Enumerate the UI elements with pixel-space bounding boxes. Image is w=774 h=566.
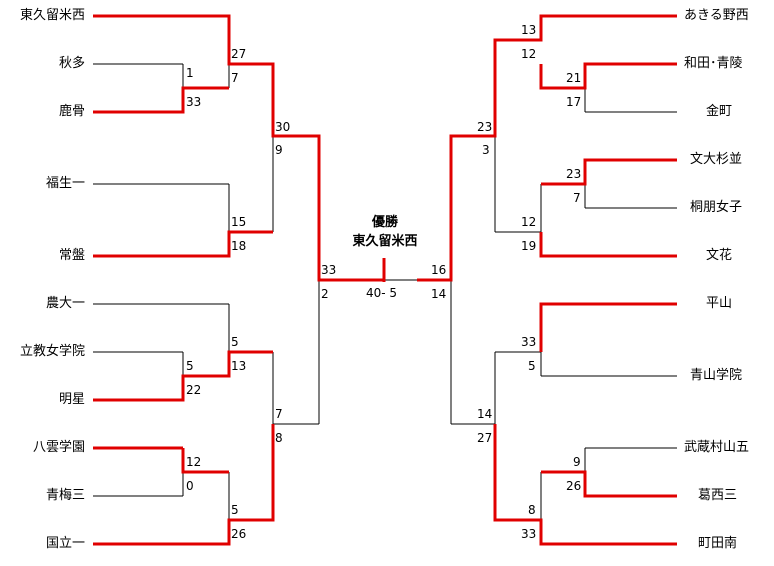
left-team-name: 八雲学園	[32, 440, 85, 455]
score: 12	[186, 455, 202, 469]
score: 17	[566, 95, 582, 109]
score: 9	[275, 143, 283, 157]
left-bracket-winner-lines	[93, 14, 386, 546]
score: 5	[231, 503, 239, 517]
right-bracket-black-lines	[384, 64, 677, 520]
right-team-name: 文大杉並	[690, 152, 743, 167]
score: 13	[231, 359, 247, 373]
score: 26	[231, 527, 247, 541]
score: 30	[275, 120, 291, 134]
left-bracket-black-lines	[93, 63, 320, 520]
left-team-name: 農大一	[45, 296, 85, 311]
left-team-name: 福生一	[45, 176, 85, 191]
score: 12	[521, 215, 537, 229]
score: 5	[231, 335, 239, 349]
score: 9	[573, 455, 581, 469]
right-team-name: 武蔵村山五	[684, 440, 750, 455]
score: 3	[482, 143, 490, 157]
score: 27	[477, 431, 493, 445]
left-team-name: 国立一	[45, 536, 85, 551]
score: 7	[275, 407, 283, 421]
score: 14	[477, 407, 493, 421]
score: 8	[275, 431, 283, 445]
right-team-name: 文花	[706, 248, 733, 263]
right-team-name: 桐朋女子	[690, 200, 743, 215]
left-team-name: 鹿骨	[58, 104, 85, 119]
score: 7	[231, 71, 239, 85]
left-team-name: 青梅三	[45, 488, 85, 503]
score: 5	[528, 359, 536, 373]
score: 27	[231, 47, 247, 61]
right-team-name: 葛西三	[698, 488, 738, 503]
score: 0	[186, 479, 194, 493]
right-team-name: 金町	[706, 104, 733, 119]
score: 1	[186, 66, 194, 80]
right-team-name: あきる野西	[684, 8, 749, 23]
score: 2	[321, 287, 329, 301]
left-team-name: 秋多	[58, 56, 85, 71]
score: 33	[321, 263, 337, 277]
score: 13	[521, 23, 537, 37]
champion-label: 優勝	[371, 215, 398, 230]
right-team-name: 平山	[706, 296, 733, 311]
right-bracket-winner-lines	[417, 14, 677, 546]
score: 18	[231, 239, 247, 253]
final-score: 40- 5	[366, 286, 398, 300]
score: 33	[521, 527, 537, 541]
left-team-name: 常盤	[58, 248, 85, 263]
score: 21	[566, 71, 582, 85]
score: 23	[477, 120, 493, 134]
left-team-name: 明星	[58, 392, 85, 407]
right-team-name: 青山学院	[690, 368, 743, 383]
score: 14	[431, 287, 447, 301]
score: 33	[521, 335, 537, 349]
score: 33	[186, 95, 202, 109]
score: 23	[566, 167, 582, 181]
score: 22	[186, 383, 202, 397]
right-team-name: 町田南	[698, 536, 738, 551]
champion-team: 東久留米西	[352, 234, 418, 249]
left-team-name: 立教女学院	[19, 344, 85, 359]
left-team-name: 東久留米西	[19, 8, 85, 23]
score: 19	[521, 239, 537, 253]
score: 16	[431, 263, 447, 277]
score: 8	[528, 503, 536, 517]
score: 15	[231, 215, 247, 229]
score: 7	[573, 191, 581, 205]
right-team-name: 和田･青陵	[684, 56, 743, 71]
score: 5	[186, 359, 194, 373]
score: 26	[566, 479, 582, 493]
score: 12	[521, 47, 537, 61]
